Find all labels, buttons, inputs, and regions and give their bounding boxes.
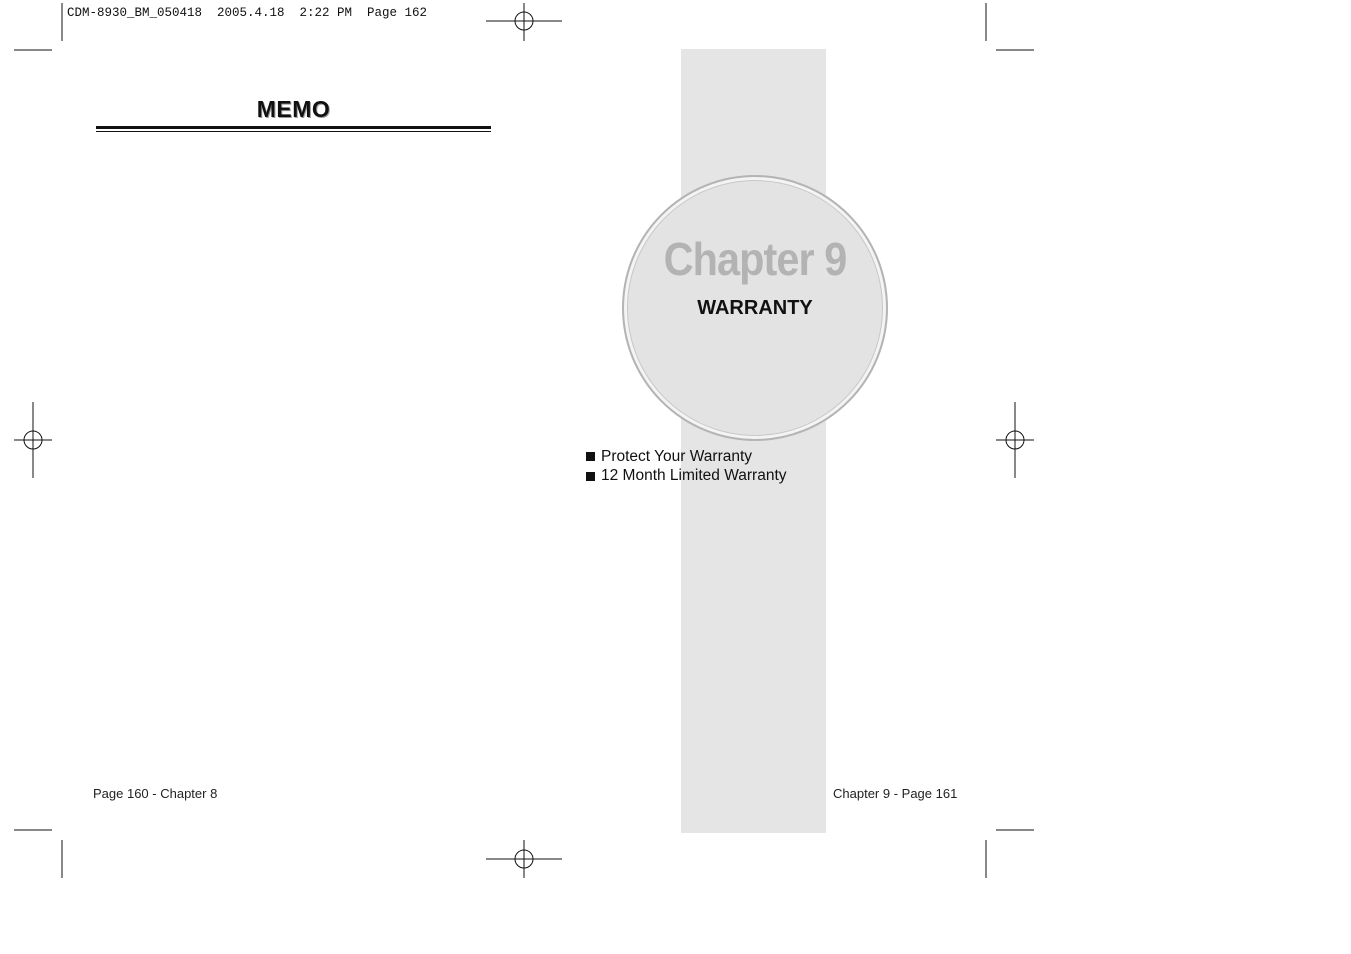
memo-title: MEMO <box>256 96 331 122</box>
chapter-title: WARRANTY <box>697 297 813 319</box>
registration-mark-right <box>996 402 1034 478</box>
square-bullet-icon <box>586 452 595 462</box>
chapter-circle <box>622 175 888 441</box>
memo-rule-thin <box>96 131 491 132</box>
print-slug: CDM-8930_BM_050418 2005.4.18 2:22 PM Pag… <box>67 6 428 20</box>
registration-mark-left <box>14 402 52 478</box>
registration-mark-top <box>486 3 562 41</box>
square-bullet-icon <box>586 471 595 481</box>
registration-mark-bottom <box>486 840 562 878</box>
left-page-footer: Page 160 - Chapter 8 <box>93 786 218 801</box>
right-page-footer: Chapter 9 - Page 161 <box>833 786 958 801</box>
list-item-label: 12 Month Limited Warranty <box>601 467 787 485</box>
memo-rule <box>96 126 491 129</box>
list-item-label: Protect Your Warranty <box>601 447 753 465</box>
list-item: Protect Your Warranty <box>586 447 787 467</box>
list-item: 12 Month Limited Warranty <box>586 467 787 487</box>
chapter-contents-list: Protect Your Warranty 12 Month Limited W… <box>586 447 787 486</box>
chapter-band <box>681 49 826 833</box>
chapter-label: Chapter 9 <box>663 233 848 285</box>
